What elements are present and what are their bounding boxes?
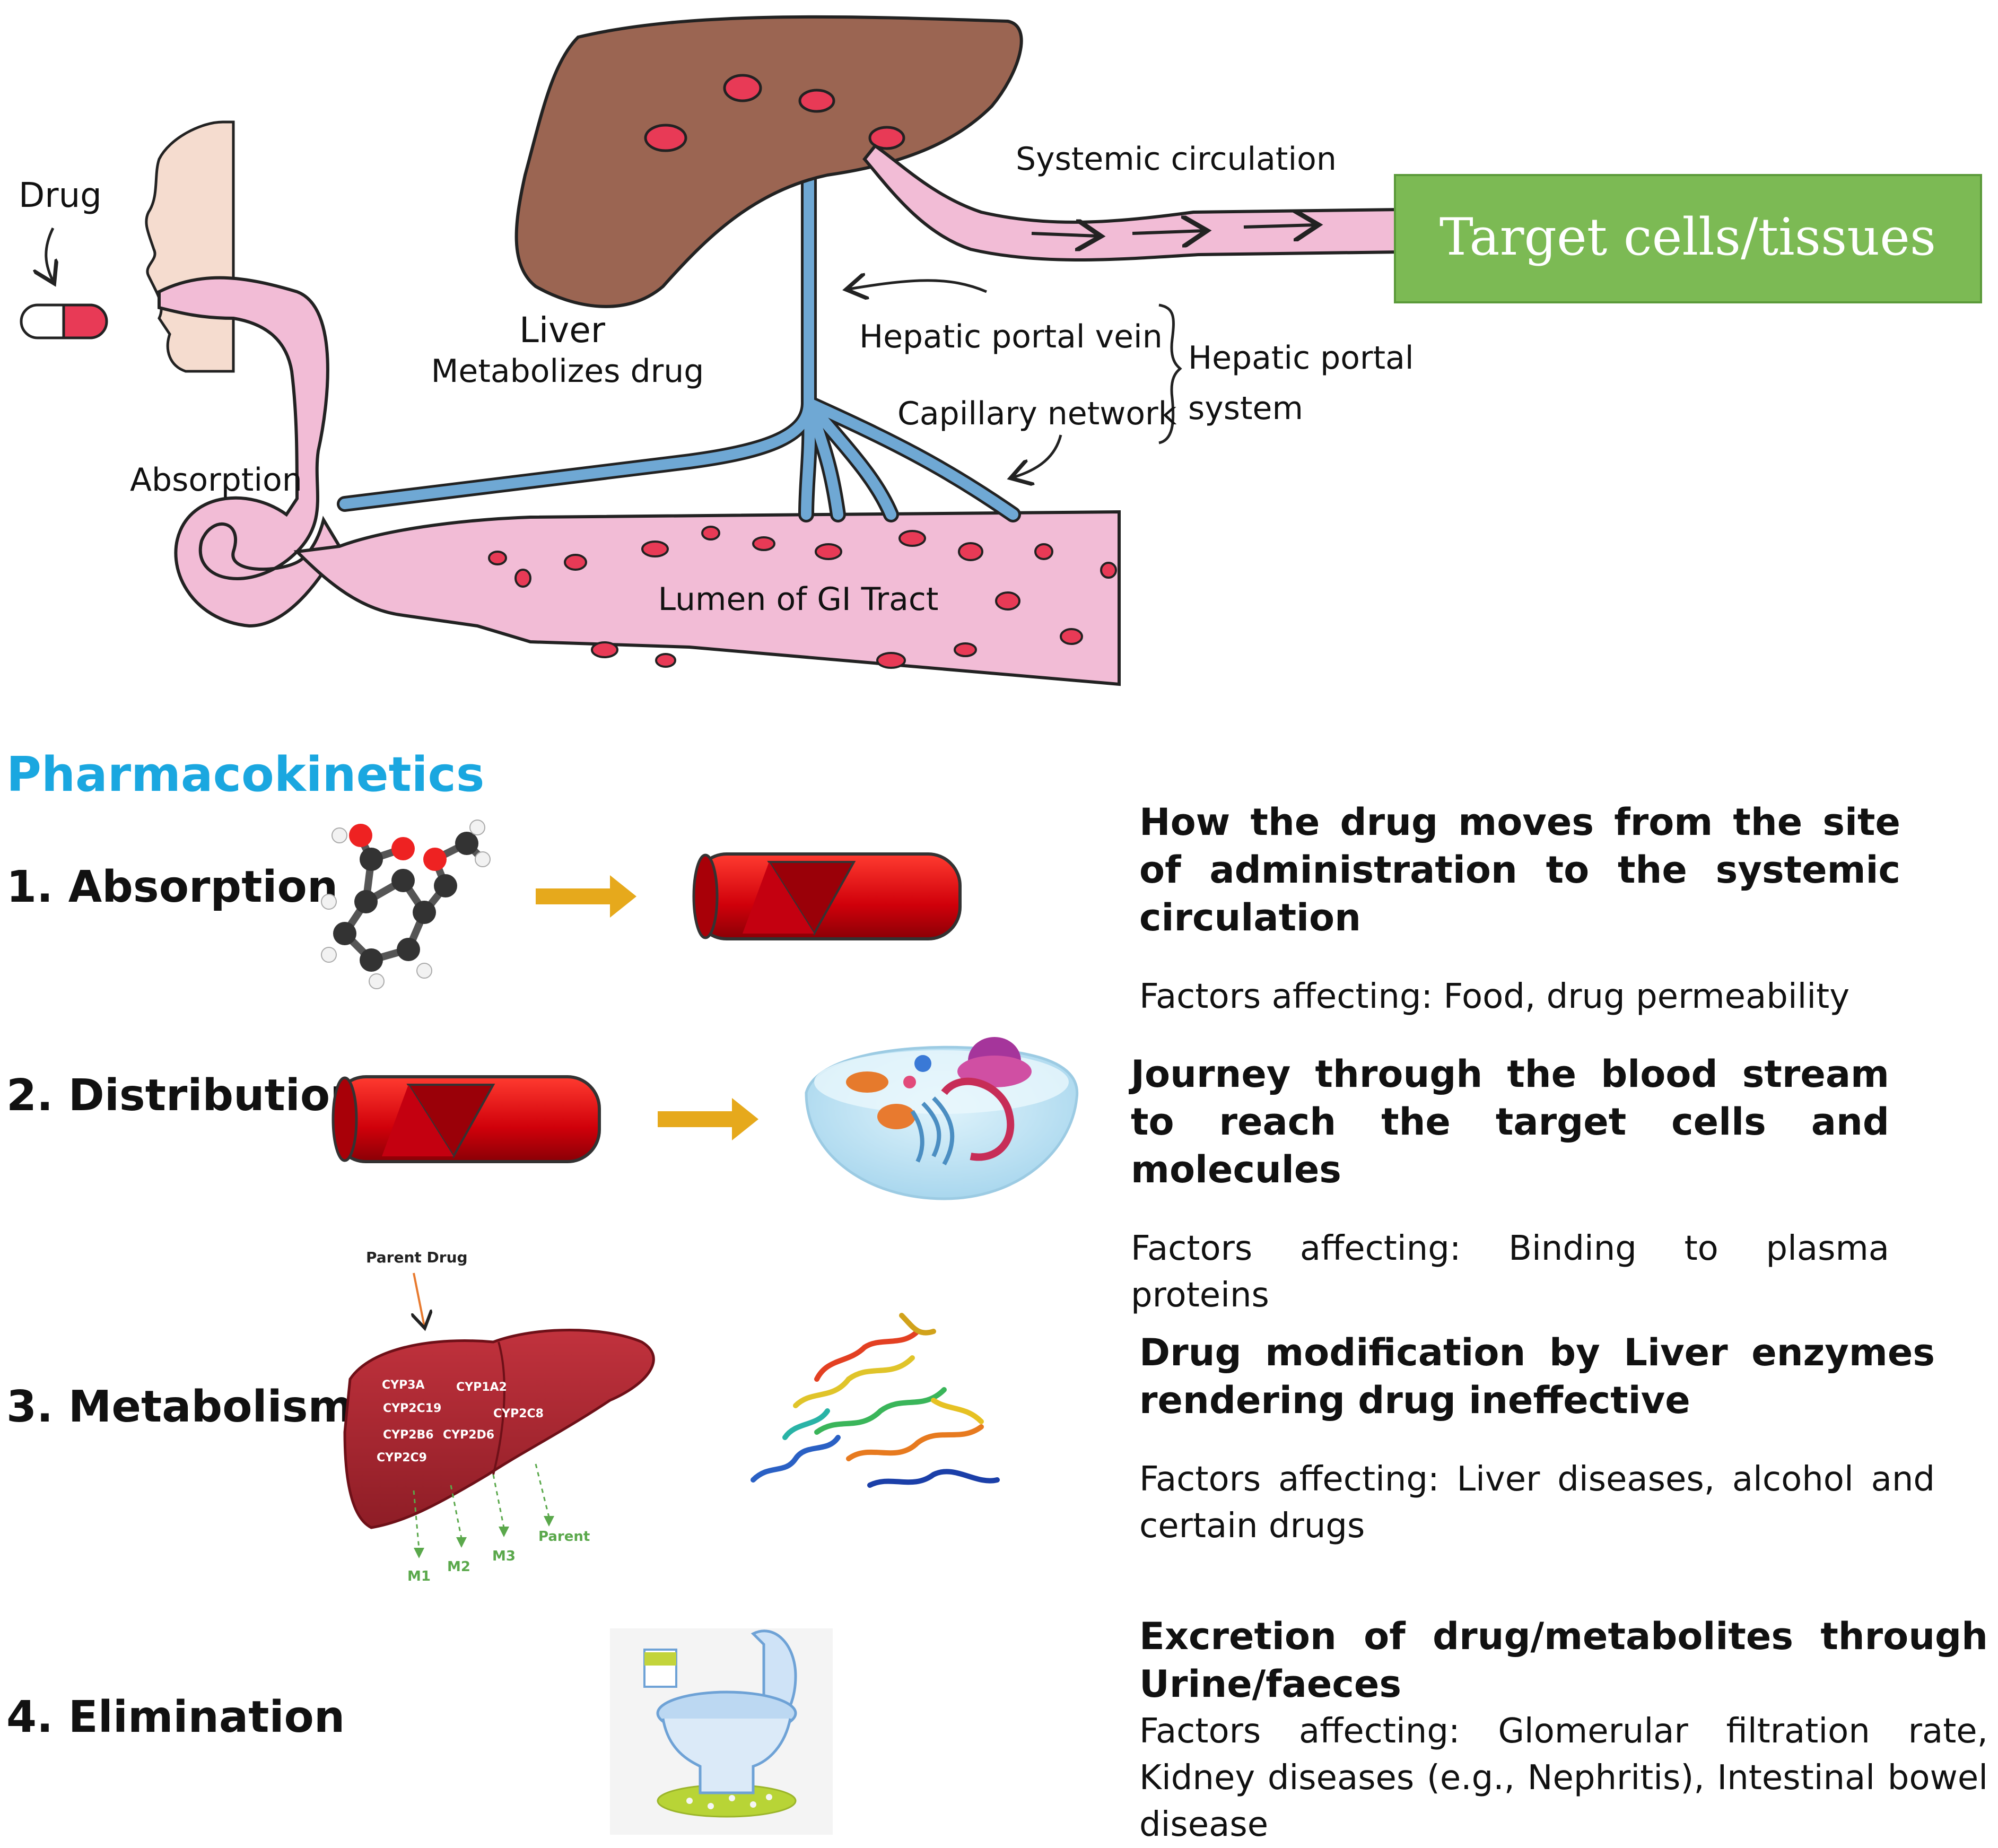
hepatic-system-line2: system	[1188, 390, 1303, 427]
stage-description-metabolism: Drug modification by Liver enzymes rende…	[1139, 1329, 1935, 1549]
target-box	[1394, 174, 1982, 303]
liver-diagram-icon	[514, 15, 1023, 308]
cell-icon	[805, 1037, 1079, 1200]
enzyme-label: CYP2D6	[443, 1428, 494, 1442]
stage-factors: Factors affecting: Glomerular filtration…	[1139, 1712, 1988, 1844]
blood-vessel-icon	[331, 1075, 601, 1163]
protein-icon	[751, 1313, 1000, 1488]
metabolite-label: M3	[492, 1548, 516, 1564]
stage-label-metabolism: 3. Metabolism	[6, 1382, 353, 1432]
blood-vessel-icon	[692, 852, 962, 940]
systemic-vessel	[862, 143, 1402, 261]
metabolite-label: Parent	[538, 1529, 590, 1545]
stage-factors: Factors affecting: Liver diseases, alcoh…	[1139, 1460, 1935, 1546]
enzyme-label: CYP2B6	[383, 1428, 434, 1442]
flow-arrows	[1031, 225, 1315, 236]
stage-heading: Excretion of drug/metabolites through Ur…	[1139, 1615, 1988, 1706]
liver-sub-label: Metabolizes drug	[431, 353, 704, 390]
target-label: Target cells/tissues	[1439, 207, 1936, 267]
stage-heading: How the drug moves from the site of admi…	[1139, 800, 1900, 939]
pill-icon	[20, 303, 108, 339]
stage-description-elimination: Excretion of drug/metabolites through Ur…	[1139, 1612, 1988, 1848]
systemic-label: Systemic circulation	[1016, 141, 1337, 178]
gi-spots	[488, 526, 1117, 669]
capillary-label: Capillary network	[897, 395, 1177, 432]
stage-label-elimination: 4. Elimination	[6, 1692, 345, 1742]
metabolite-label: M2	[447, 1559, 470, 1575]
enzyme-label: CYP1A2	[456, 1381, 507, 1394]
face-icon	[145, 120, 235, 373]
toilet-icon	[610, 1628, 833, 1835]
pharmacokinetics-title: Pharmacokinetics	[6, 747, 485, 803]
stage-illustrations: Parent Drug CYP3A CYP1A2 CYP2C19 CYP2C8 …	[321, 820, 1079, 1835]
stage-heading: Journey through the blood stream to reac…	[1131, 1052, 1889, 1191]
enzyme-label: CYP3A	[382, 1379, 425, 1392]
enzyme-label: CYP2C9	[377, 1451, 427, 1465]
stage-factors: Factors affecting: Food, drug permeabili…	[1139, 977, 1850, 1016]
lumen-label: Lumen of GI Tract	[658, 581, 939, 618]
enzyme-label: CYP2C19	[383, 1402, 441, 1415]
hepatic-vein-label: Hepatic portal vein	[859, 318, 1163, 355]
stage-factors: Factors affecting: Binding to plasma pro…	[1131, 1229, 1889, 1315]
drug-label: Drug	[19, 176, 102, 215]
stage-label-absorption: 1. Absorption	[6, 862, 338, 912]
drug-pathway-diagram: Target cells/tissues Drug Absorption Liv…	[19, 15, 1982, 686]
metabolite-label: M1	[407, 1568, 431, 1584]
absorption-label: Absorption	[130, 461, 302, 499]
arrow-right-icon	[536, 875, 758, 1140]
hepatic-system-line1: Hepatic portal	[1188, 339, 1414, 377]
stage-description-absorption: How the drug moves from the site of admi…	[1139, 798, 1900, 1020]
stage-heading: Drug modification by Liver enzymes rende…	[1139, 1331, 1935, 1422]
molecule-icon	[321, 820, 491, 989]
enzyme-label: CYP2C8	[493, 1407, 544, 1420]
parent-drug-label: Parent Drug	[366, 1249, 468, 1266]
liver-label: Liver	[519, 310, 606, 351]
stage-label-distribution: 2. Distribution	[6, 1070, 361, 1121]
stage-description-distribution: Journey through the blood stream to reac…	[1131, 1050, 1889, 1319]
liver-icon: Parent Drug CYP3A CYP1A2 CYP2C19 CYP2C8 …	[343, 1249, 655, 1584]
